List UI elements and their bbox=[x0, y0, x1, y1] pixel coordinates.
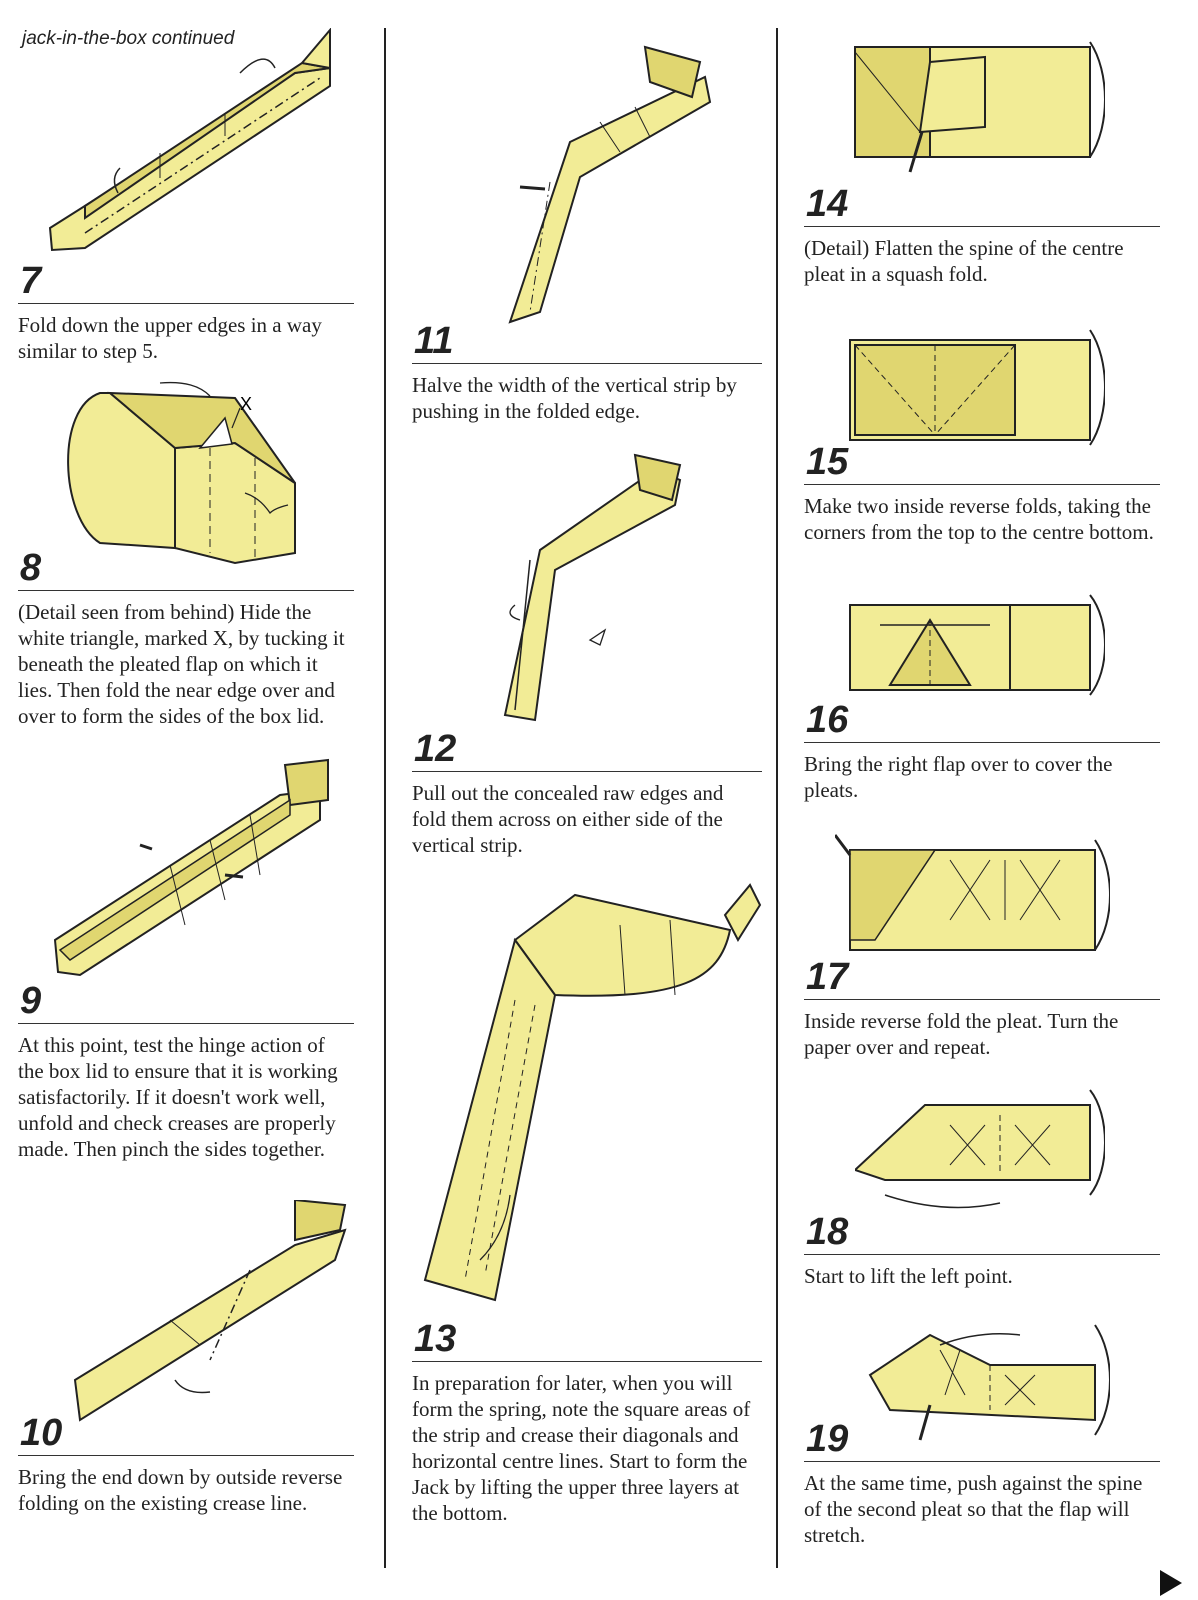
step-15: 15 Make two inside reverse folds, taking… bbox=[804, 443, 1160, 545]
step-17-diagram bbox=[835, 830, 1110, 960]
step-10-diagram bbox=[70, 1200, 360, 1430]
step-text: At the same time, push against the spine… bbox=[804, 1470, 1160, 1548]
step-18-diagram bbox=[855, 1085, 1105, 1215]
step-number: 8 bbox=[18, 549, 354, 587]
step-number: 11 bbox=[412, 322, 762, 360]
step-16: 16 Bring the right flap over to cover th… bbox=[804, 701, 1160, 803]
step-8-diagram: X bbox=[60, 378, 320, 568]
step-text: Pull out the concealed raw edges and fol… bbox=[412, 780, 762, 858]
step-9-diagram bbox=[50, 750, 340, 985]
step-number: 15 bbox=[804, 443, 1160, 481]
step-17: 17 Inside reverse fold the pleat. Turn t… bbox=[804, 958, 1160, 1060]
step-12: 12 Pull out the concealed raw edges and … bbox=[412, 730, 762, 858]
step-number: 7 bbox=[18, 262, 354, 300]
step-rule bbox=[804, 226, 1160, 227]
step-7-diagram bbox=[40, 28, 340, 278]
step-number: 16 bbox=[804, 701, 1160, 739]
step-rule bbox=[18, 1023, 354, 1024]
next-page-arrow-icon bbox=[1160, 1570, 1182, 1596]
column-divider-1 bbox=[384, 28, 386, 1568]
step-14-diagram bbox=[845, 32, 1105, 182]
step-rule bbox=[804, 484, 1160, 485]
step-text: Start to lift the left point. bbox=[804, 1263, 1160, 1289]
step-number: 12 bbox=[412, 730, 762, 768]
step-9: 9 At this point, test the hinge action o… bbox=[18, 982, 354, 1162]
column-divider-2 bbox=[776, 28, 778, 1568]
step-text: In preparation for later, when you will … bbox=[412, 1370, 762, 1526]
step-rule bbox=[804, 999, 1160, 1000]
step-rule bbox=[412, 771, 762, 772]
step-text: (Detail seen from behind) Hide the white… bbox=[18, 599, 354, 729]
step-13-diagram bbox=[420, 880, 780, 1320]
step-number: 19 bbox=[804, 1420, 1160, 1458]
step-text: Make two inside reverse folds, taking th… bbox=[804, 493, 1160, 545]
step-7: 7 Fold down the upper edges in a way sim… bbox=[18, 262, 354, 364]
step-text: (Detail) Flatten the spine of the centre… bbox=[804, 235, 1160, 287]
step-text: Inside reverse fold the pleat. Turn the … bbox=[804, 1008, 1160, 1060]
step-12-diagram bbox=[500, 450, 700, 725]
step-19: 19 At the same time, push against the sp… bbox=[804, 1420, 1160, 1548]
step-rule bbox=[18, 303, 354, 304]
step-14: 14 (Detail) Flatten the spine of the cen… bbox=[804, 185, 1160, 287]
step-text: At this point, test the hinge action of … bbox=[18, 1032, 354, 1162]
step-16-diagram bbox=[845, 590, 1105, 700]
step-text: Halve the width of the vertical strip by… bbox=[412, 372, 762, 424]
step-10: 10 Bring the end down by outside reverse… bbox=[18, 1414, 354, 1516]
step-rule bbox=[412, 363, 762, 364]
step-number: 14 bbox=[804, 185, 1160, 223]
step-text: Bring the end down by outside reverse fo… bbox=[18, 1464, 354, 1516]
step-number: 17 bbox=[804, 958, 1160, 996]
step-number: 13 bbox=[412, 1320, 762, 1358]
step-number: 9 bbox=[18, 982, 354, 1020]
step-18: 18 Start to lift the left point. bbox=[804, 1213, 1160, 1289]
step-rule bbox=[804, 1461, 1160, 1462]
step-text: Fold down the upper edges in a way simil… bbox=[18, 312, 354, 364]
step-8: 8 (Detail seen from behind) Hide the whi… bbox=[18, 549, 354, 729]
step-rule bbox=[18, 590, 354, 591]
step-rule bbox=[18, 1455, 354, 1456]
step-number: 10 bbox=[18, 1414, 354, 1452]
step-13: 13 In preparation for later, when you wi… bbox=[412, 1320, 762, 1526]
step-rule bbox=[804, 1254, 1160, 1255]
step-text: Bring the right flap over to cover the p… bbox=[804, 751, 1160, 803]
step-11: 11 Halve the width of the vertical strip… bbox=[412, 322, 762, 424]
step-15-diagram bbox=[845, 325, 1105, 450]
step-number: 18 bbox=[804, 1213, 1160, 1251]
step-rule bbox=[412, 1361, 762, 1362]
step-rule bbox=[804, 742, 1160, 743]
step-11-diagram bbox=[470, 42, 760, 327]
marker-x-label: X bbox=[240, 394, 252, 414]
